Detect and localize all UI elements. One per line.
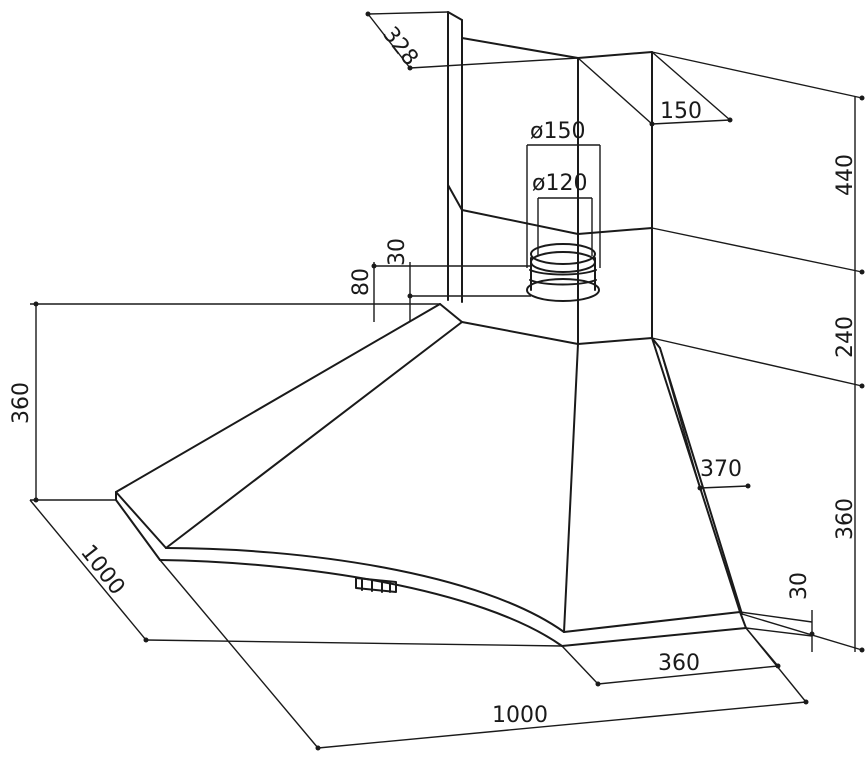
dimension-labels: 328 150 ø150 ø120 30 80 440 240 360 360 … <box>9 22 858 728</box>
label-chimney-width: 150 <box>660 99 702 124</box>
label-inner-diameter: ø120 <box>532 171 587 196</box>
label-outer-diameter: ø150 <box>530 119 585 144</box>
exhaust-collar <box>526 243 600 302</box>
label-collar-height-b: 80 <box>349 268 374 296</box>
label-rim-height: 30 <box>787 572 812 600</box>
dimension-lines <box>29 11 865 751</box>
canopy <box>115 303 747 647</box>
label-side-length-left: 1000 <box>75 540 129 600</box>
label-canopy-height-left: 360 <box>9 382 34 424</box>
label-canopy-edge: 370 <box>700 457 742 482</box>
label-front-depth: 360 <box>658 651 700 676</box>
label-canopy-height-right: 360 <box>833 498 858 540</box>
label-chimney-lower-height: 240 <box>833 316 858 358</box>
label-collar-height-a: 30 <box>385 238 410 266</box>
label-side-length-bottom: 1000 <box>492 703 548 728</box>
label-chimney-depth: 328 <box>377 22 423 70</box>
label-chimney-upper-height: 440 <box>833 154 858 196</box>
